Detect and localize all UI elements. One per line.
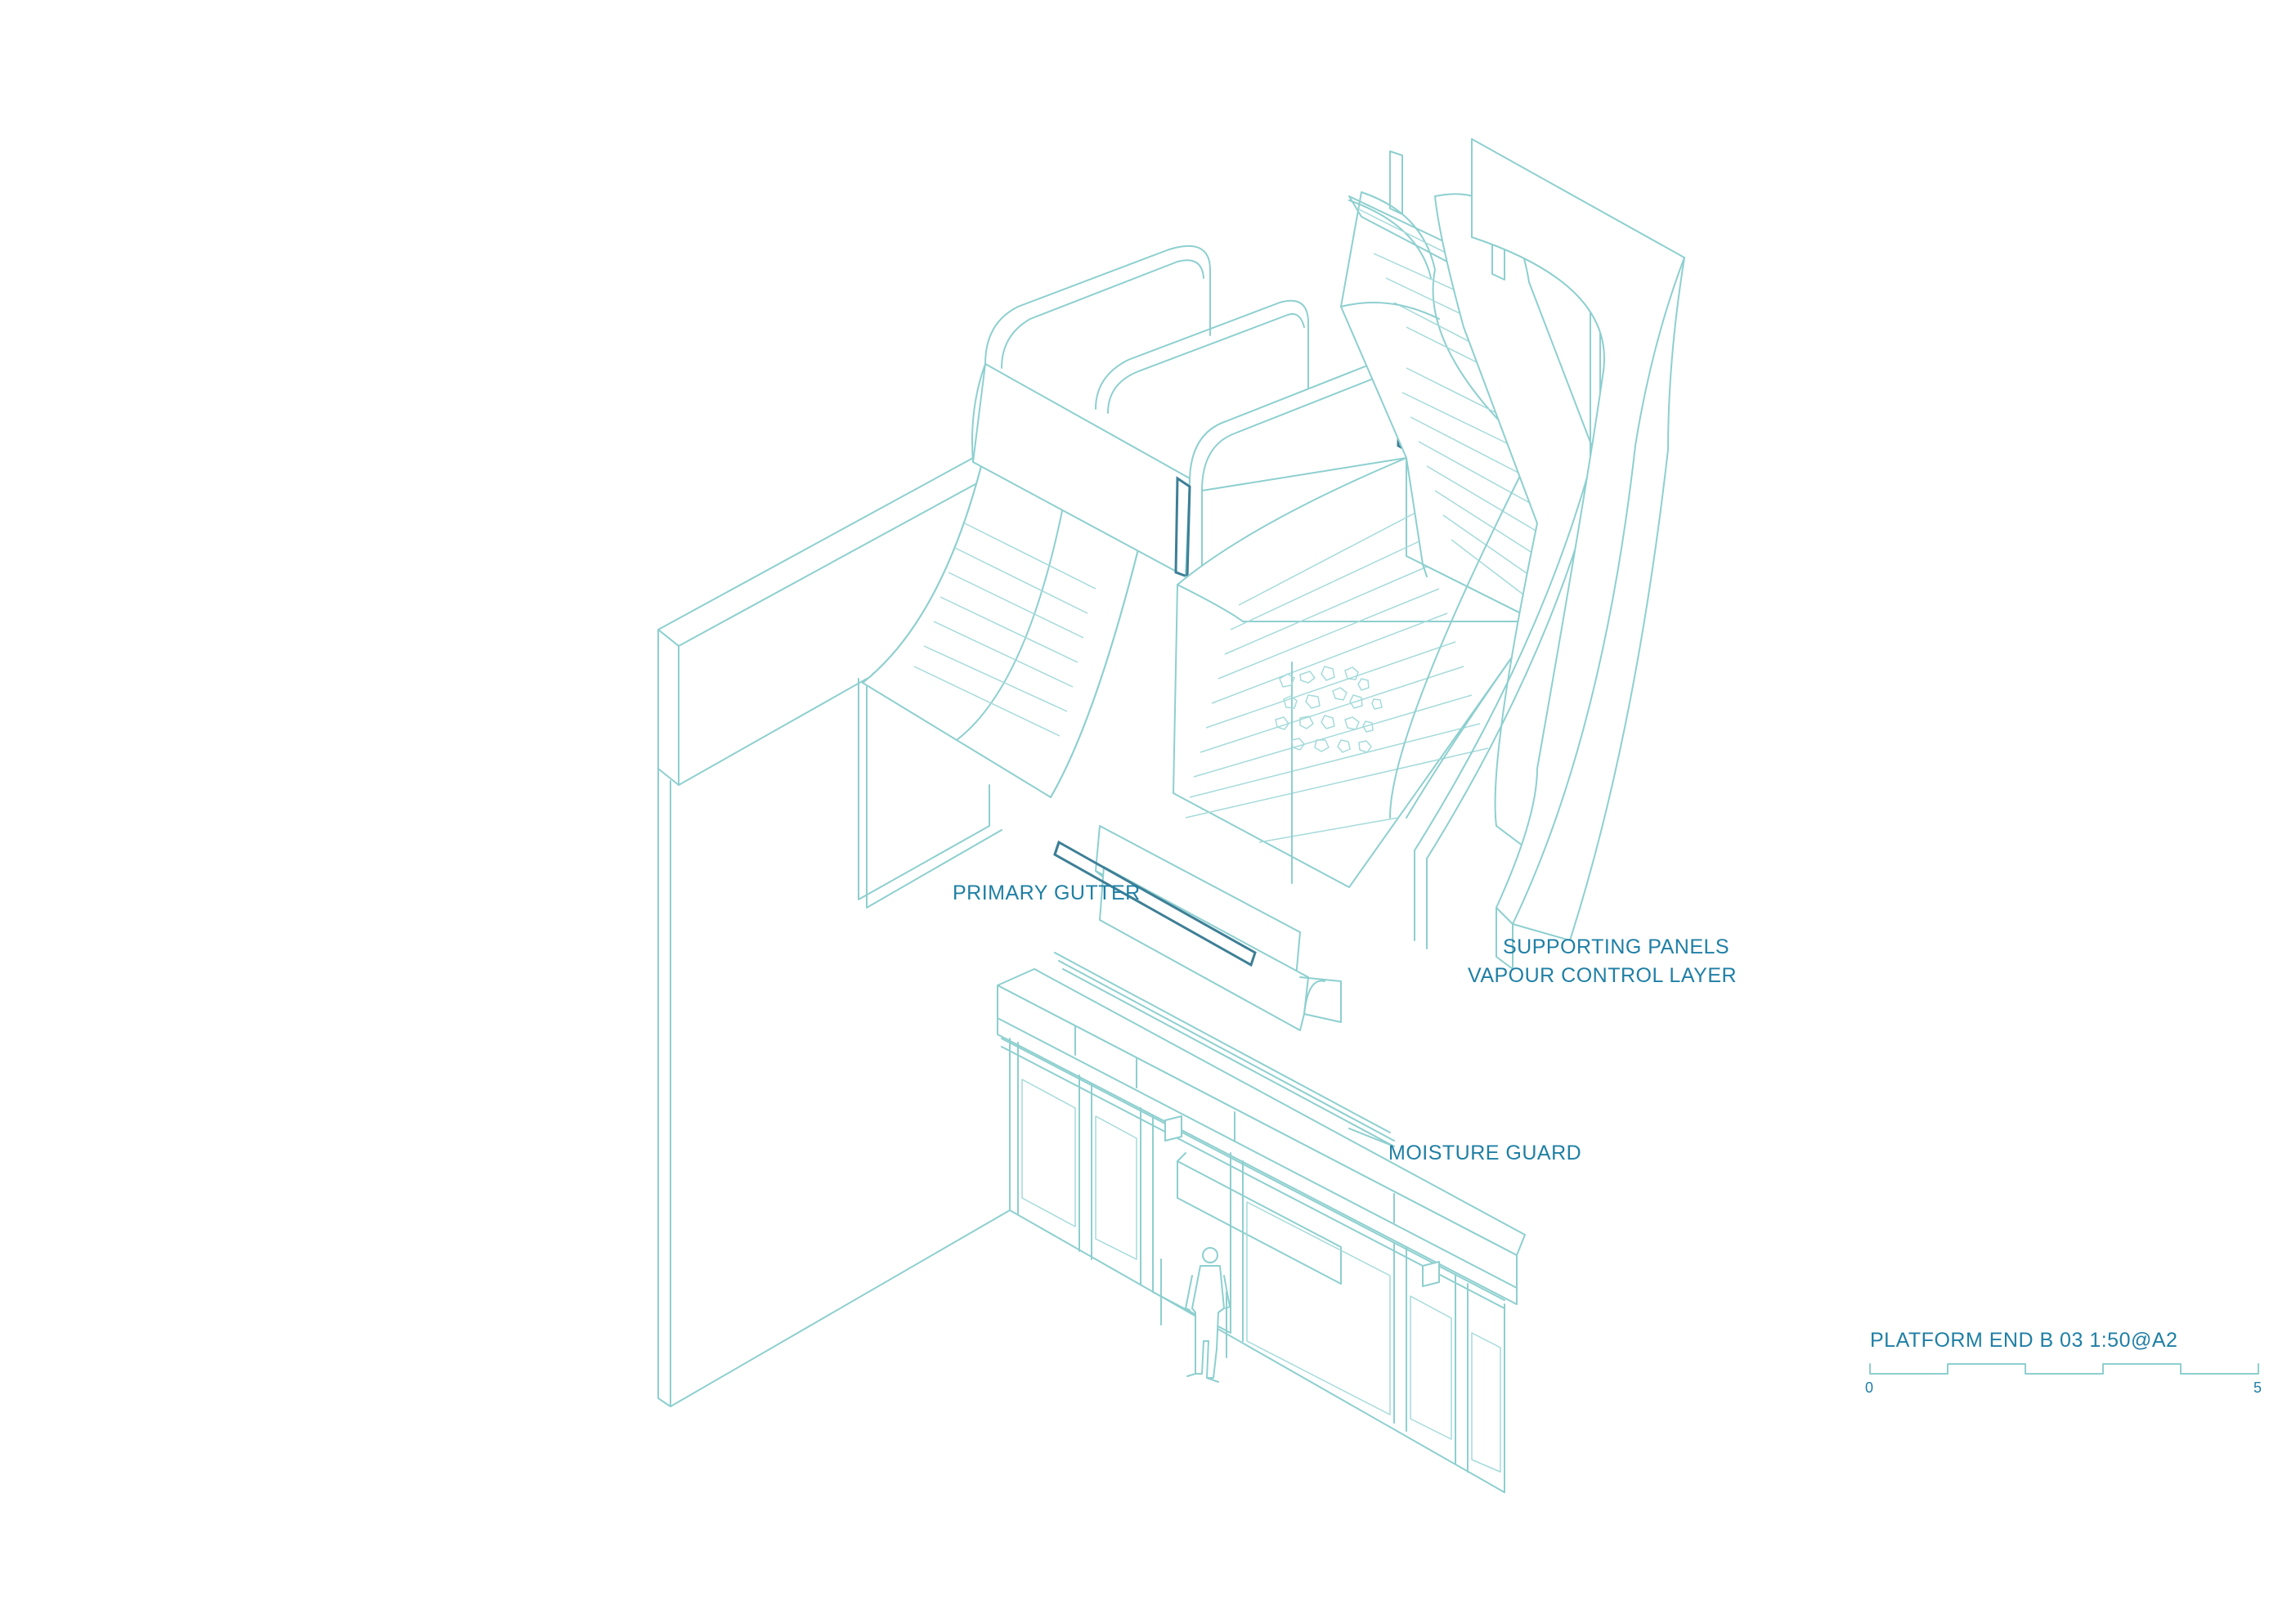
storefront: [997, 968, 1526, 1493]
canopy-left: [862, 465, 1141, 798]
vapour-control-layer: [1471, 138, 1685, 970]
label-supporting-panels: SUPPORTING PANELS: [1503, 935, 1729, 958]
canopy-centre: [1173, 457, 1538, 888]
scale-start-label: 0: [1865, 1380, 1873, 1396]
leader-lines: [1348, 1128, 1391, 1146]
moisture-guard-element: [1054, 952, 1395, 1147]
scale-bar: [1869, 1363, 2259, 1375]
label-primary-gutter: PRIMARY GUTTER: [953, 882, 1141, 904]
drawing-title: PLATFORM END B 03 1:50@A2: [1870, 1329, 2177, 1352]
decorative-pattern: [1275, 666, 1383, 753]
human-scale-figure: [1185, 1247, 1231, 1383]
scale-end-label: 5: [2253, 1380, 2262, 1396]
label-moisture-guard: MOISTURE GUARD: [1388, 1142, 1581, 1164]
side-wall: [657, 457, 1011, 1407]
label-vapour-control-layer: VAPOUR CONTROL LAYER: [1468, 964, 1737, 987]
title-block: PLATFORM END B 03 1:50@A2 0 5: [1865, 1329, 2262, 1396]
primary-gutter-element: [1053, 825, 1342, 1031]
